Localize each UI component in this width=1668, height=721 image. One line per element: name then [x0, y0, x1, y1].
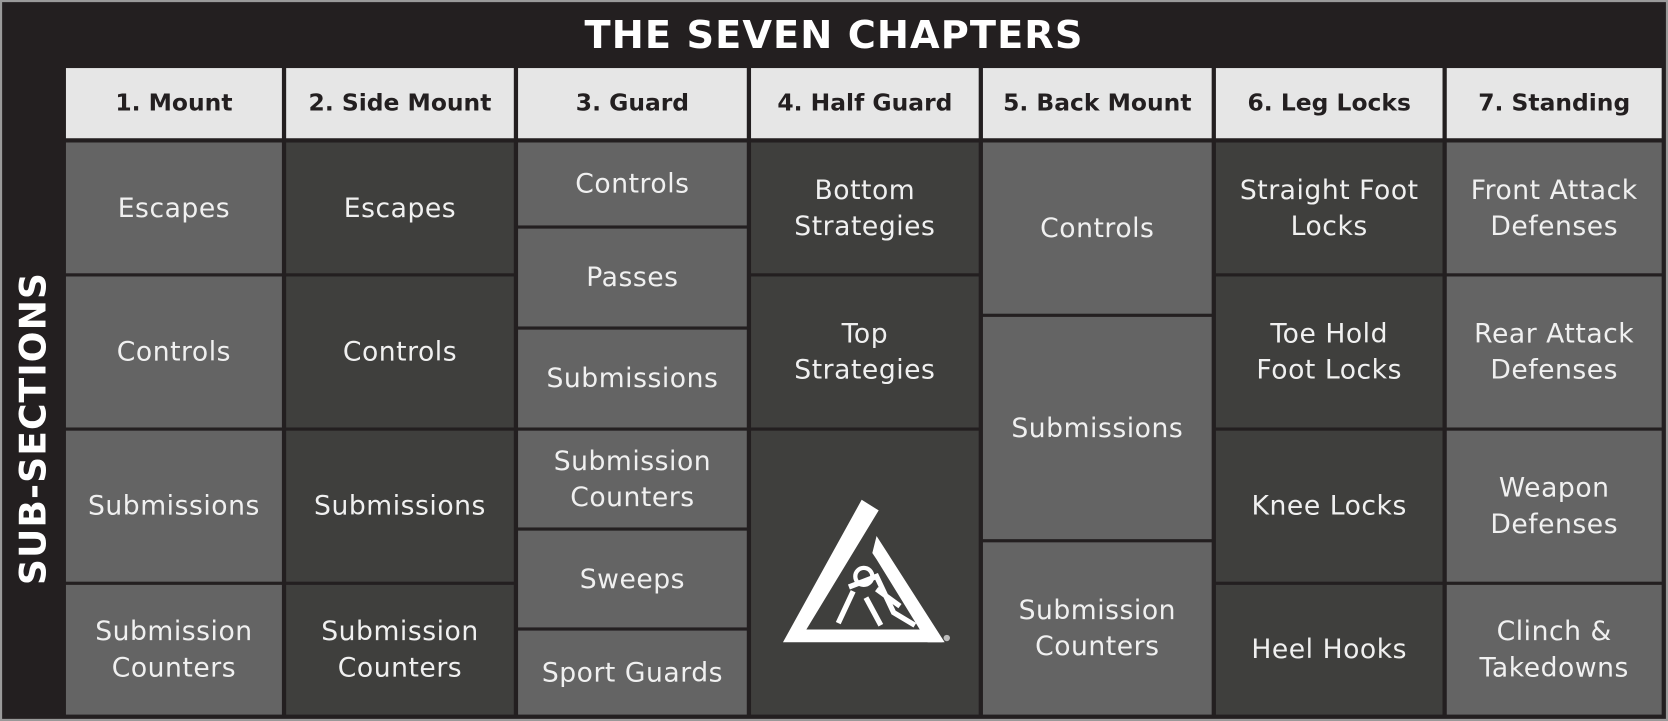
subsection-cell: Bottom Strategies	[751, 142, 979, 274]
chapter-header: 7. Standing	[1446, 68, 1662, 139]
subsection-cell: Sweeps	[518, 530, 747, 628]
subsection-cell: Submissions	[65, 430, 282, 582]
subsection-cell: Submission Counters	[518, 430, 747, 528]
subsection-cell: Knee Locks	[1215, 430, 1443, 582]
chapter-column-leg-locks: 6. Leg Locks Straight Foot Locks Toe Hol…	[1215, 68, 1443, 715]
subsection-cell: Controls	[518, 142, 747, 226]
chapter-header: 2. Side Mount	[286, 68, 514, 139]
chapter-column-back-mount: 5. Back Mount Controls Submissions Submi…	[982, 68, 1212, 715]
subsection-cell: Submissions	[982, 316, 1212, 540]
subsection-cell: Controls	[286, 276, 514, 428]
subsection-cell: Passes	[518, 228, 747, 327]
chapter-header: 1. Mount	[65, 68, 282, 139]
chapter-header: 4. Half Guard	[751, 68, 979, 139]
side-label-text: SUB-SECTIONS	[12, 271, 56, 586]
subsection-cell: Controls	[65, 276, 282, 428]
subsection-cell: Escapes	[65, 142, 282, 274]
chapter-column-guard: 3. Guard Controls Passes Submissions Sub…	[518, 68, 747, 715]
subsection-cell: Rear Attack Defenses	[1446, 276, 1662, 428]
subsection-cell: Top Strategies	[751, 276, 979, 428]
subsection-cell: Toe Hold Foot Locks	[1215, 276, 1443, 428]
subsection-cell: Straight Foot Locks	[1215, 142, 1443, 274]
chapter-column-half-guard: 4. Half Guard Bottom Strategies Top Stra…	[751, 68, 979, 715]
diagram-title: THE SEVEN CHAPTERS	[584, 13, 1084, 58]
chapter-header: 5. Back Mount	[982, 68, 1212, 139]
subsection-cell: Submission Counters	[982, 542, 1212, 715]
subsection-cell: Heel Hooks	[1215, 584, 1443, 715]
chapter-column-standing: 7. Standing Front Attack Defenses Rear A…	[1446, 68, 1662, 715]
subsection-cell: Submission Counters	[286, 584, 514, 715]
chapter-header: 6. Leg Locks	[1215, 68, 1443, 139]
subsection-cell: Clinch & Takedowns	[1446, 584, 1662, 715]
triangle-logo-icon	[782, 499, 950, 642]
subsection-cell: Submission Counters	[65, 584, 282, 715]
logo-cell	[751, 430, 979, 715]
subsection-cell: Controls	[982, 142, 1212, 314]
subsection-cell: Submissions	[518, 329, 747, 428]
side-label: SUB-SECTIONS	[2, 142, 66, 714]
subsection-cell: Weapon Defenses	[1446, 430, 1662, 582]
chapter-column-mount: 1. Mount Escapes Controls Submissions Su…	[65, 68, 282, 715]
subsection-cell: Sport Guards	[518, 630, 747, 715]
chapter-column-side-mount: 2. Side Mount Escapes Controls Submissio…	[286, 68, 514, 715]
subsection-cell: Front Attack Defenses	[1446, 142, 1662, 274]
chapter-header: 3. Guard	[518, 68, 747, 139]
subsection-cell: Escapes	[286, 142, 514, 274]
subsection-cell: Submissions	[286, 430, 514, 582]
